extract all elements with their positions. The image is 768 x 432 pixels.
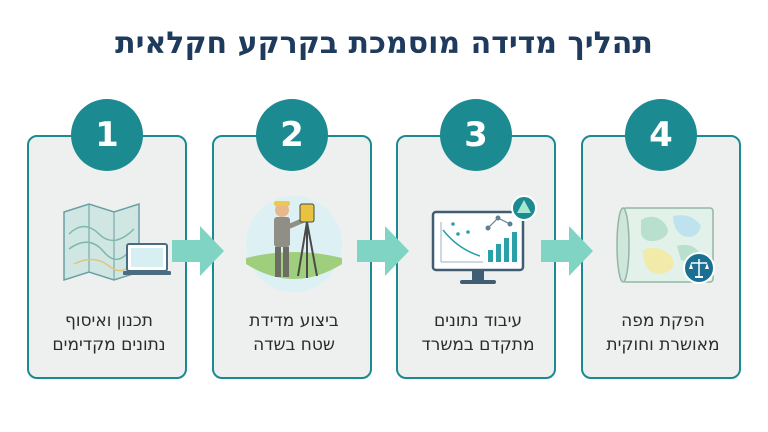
- right-arrow-icon: [357, 226, 409, 276]
- step-card-4: הפקת מפה מאושרת וחוקית: [581, 135, 741, 379]
- step-label-line2: נתונים מקדימים: [52, 335, 166, 355]
- page-title: תהליך מדידה מוסמכת בקרקע חקלאית: [115, 26, 653, 61]
- step-label-line1: הפקת מפה: [621, 311, 705, 331]
- step-number-badge: 1: [71, 99, 143, 171]
- step-label-line2: שטח בשדה: [253, 335, 335, 355]
- step-number-badge: 3: [440, 99, 512, 171]
- step-number-badge: 2: [256, 99, 328, 171]
- right-arrow-icon: [541, 226, 593, 276]
- step-number-badge: 4: [625, 99, 697, 171]
- step-label-line1: עיבוד נתונים: [433, 311, 523, 331]
- step-label-line2: מתקדם במשרד: [421, 335, 535, 355]
- step-label-line2: מאושרת וחוקית: [606, 335, 720, 355]
- step-label-line1: ביצוע מדידת: [249, 311, 339, 331]
- step-card-3: עיבוד נתונים מתקדם במשרד: [396, 135, 556, 379]
- map-and-laptop-icon: [63, 202, 171, 282]
- step-label-line1: תכנון ואיסוף: [65, 311, 153, 331]
- step-card-1: תכנון ואיסוף נתונים מקדימים: [27, 135, 187, 379]
- computer-monitor-data-icon: [431, 195, 537, 284]
- right-arrow-icon: [172, 226, 224, 276]
- certified-map-icon: [616, 207, 715, 284]
- surveyor-with-total-station-icon: [246, 196, 342, 292]
- step-card-2: ביצוע מדידת שטח בשדה: [212, 135, 372, 379]
